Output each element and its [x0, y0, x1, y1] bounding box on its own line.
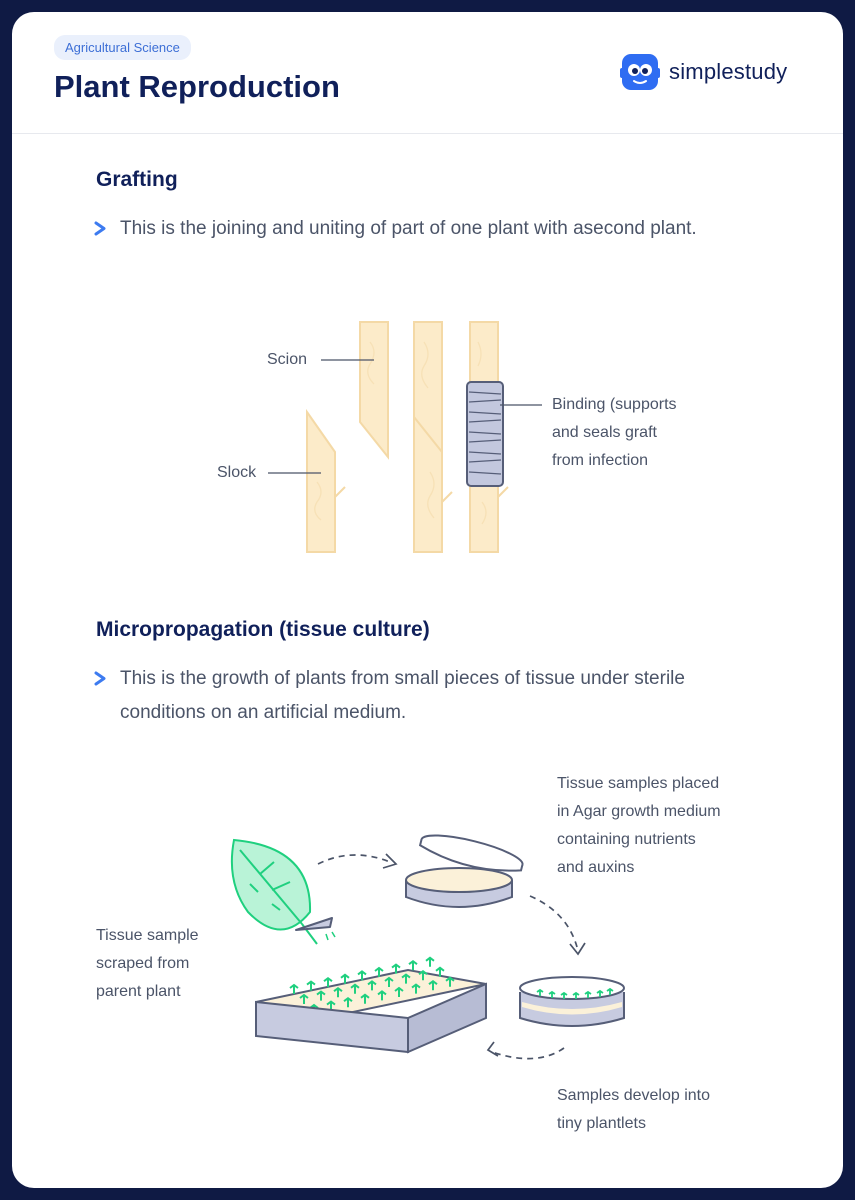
- chevron-right-icon: [94, 212, 120, 246]
- petri-dish-agar: [405, 834, 524, 908]
- plantlet-sprout: [428, 979, 438, 991]
- binding-label: Binding (supports and seals graft from i…: [552, 396, 677, 469]
- joined-stem: [413, 321, 443, 553]
- plantlet-sprout: [435, 966, 445, 977]
- page-card: Agricultural Science Plant Reproduction …: [12, 12, 843, 1188]
- plantlet-sprout: [425, 956, 435, 967]
- plantlet-sprout: [323, 976, 333, 988]
- plantlet-sprout: [401, 973, 411, 984]
- subject-tag: Agricultural Science: [54, 35, 191, 60]
- plantlet-sprout: [391, 963, 401, 974]
- chevron-right-icon: [94, 662, 120, 730]
- micropropagation-bullet: This is the growth of plants from small …: [94, 662, 734, 730]
- plantlet-sprout: [350, 983, 360, 994]
- plantlet-sprout: [316, 990, 326, 1001]
- simplestudy-logo-icon: [620, 54, 660, 90]
- page-header: Agricultural Science Plant Reproduction …: [12, 12, 843, 134]
- tissue-culture-diagram: [230, 834, 625, 1060]
- brand: simplestudy: [620, 52, 787, 92]
- plantlet-sprout: [357, 970, 367, 981]
- grafting-bullet: This is the joining and uniting of part …: [94, 212, 734, 246]
- plantlet-sprout: [340, 973, 350, 984]
- plantlets-label: Samples develop into tiny plantlets: [557, 1087, 710, 1132]
- plantlet-sprout: [367, 980, 377, 991]
- binding-wrap: [466, 381, 504, 487]
- scraped-label: Tissue sample scraped from parent plant: [96, 927, 199, 1000]
- grafting-heading: Grafting: [96, 168, 178, 191]
- stock-label: Slock: [217, 464, 257, 481]
- stock-piece: [306, 408, 336, 553]
- plantlet-sprout: [408, 959, 418, 971]
- micropropagation-heading: Micropropagation (tissue culture): [96, 618, 430, 641]
- grafting-bullet-text: This is the joining and uniting of part …: [120, 218, 697, 239]
- plantlet-sprout: [343, 996, 353, 1008]
- scion-piece: [359, 321, 389, 460]
- leaf-icon: [230, 838, 318, 945]
- micropropagation-bullet-text: This is the growth of plants from small …: [120, 668, 685, 723]
- plantlet-sprout: [418, 969, 428, 981]
- plantlet-sprout: [299, 993, 309, 1004]
- scalpel-icon: [295, 917, 336, 941]
- plantlet-sprout: [411, 983, 421, 994]
- agar-label: Tissue samples placed in Agar growth med…: [557, 775, 721, 876]
- plantlet-sprout: [360, 993, 370, 1004]
- brand-name: simplestudy: [669, 59, 788, 84]
- plantlet-sprout: [289, 983, 299, 994]
- plantlet-sprout: [384, 976, 394, 987]
- scion-label: Scion: [267, 351, 308, 368]
- petri-dish-plantlets: [519, 976, 625, 1027]
- plantlet-sprout: [333, 986, 343, 998]
- page-title: Plant Reproduction: [54, 69, 340, 104]
- plantlet-tray: [255, 956, 487, 1054]
- plantlet-sprout: [394, 986, 404, 997]
- grafting-diagram: [268, 321, 542, 553]
- plantlet-sprout: [374, 966, 384, 977]
- plantlet-sprout: [445, 976, 455, 987]
- plantlet-sprout: [306, 980, 316, 991]
- plantlet-sprout: [377, 990, 387, 1001]
